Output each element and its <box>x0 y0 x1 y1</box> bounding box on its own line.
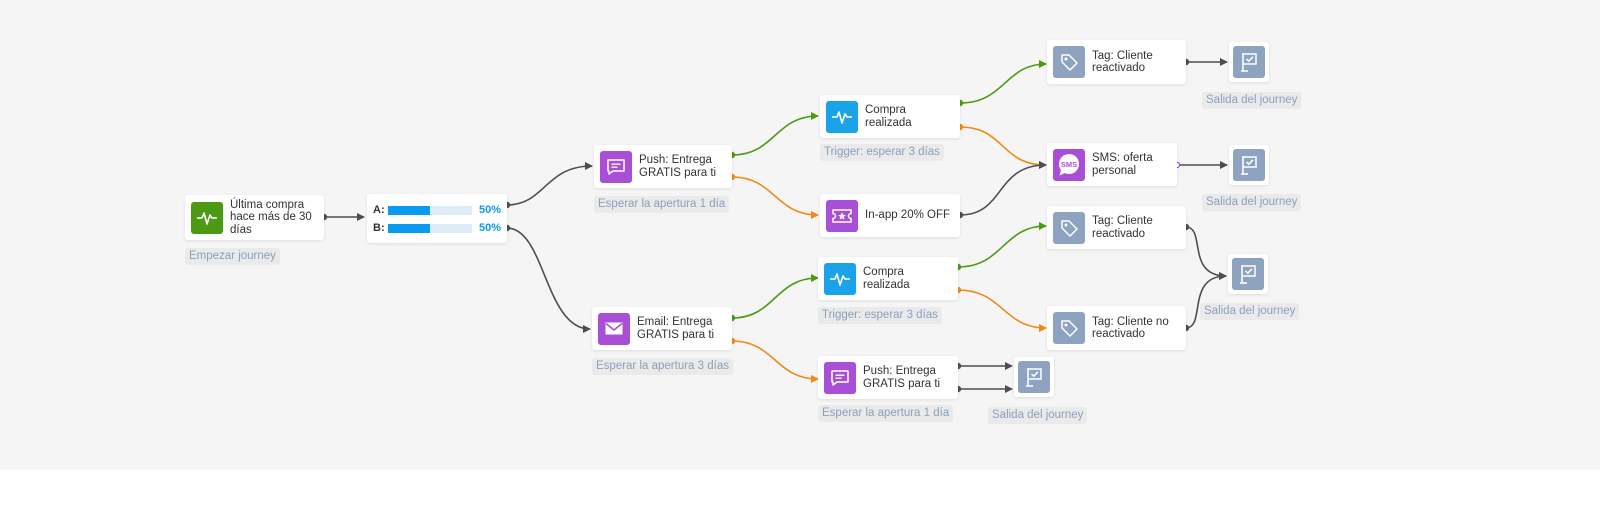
purchase-node-1-label: Compra realizada <box>865 104 912 129</box>
edge-purchase-b-yes <box>957 222 1047 268</box>
tag-icon <box>1053 46 1085 78</box>
journey-connections <box>320 58 1228 393</box>
split-b-label: B: <box>373 222 385 234</box>
push-node-2-label: Push: Entrega GRATIS para ti <box>863 365 941 390</box>
sms-icon-text: SMS <box>1061 160 1077 169</box>
exit-node-4[interactable] <box>1014 357 1054 397</box>
split-b-value: 50% <box>478 222 501 234</box>
purchase-trigger-node-2[interactable]: Compra realizada <box>818 257 958 300</box>
sms-node[interactable]: SMS SMS: oferta personal <box>1047 143 1177 186</box>
tag-node-2-label: Tag: Cliente reactivado <box>1092 215 1153 240</box>
tag-node-3-label: Tag: Cliente no reactivado <box>1092 315 1169 341</box>
finish-flag-icon <box>1232 258 1264 290</box>
email-node-label: Email: Entrega GRATIS para ti <box>637 316 715 341</box>
split-a-bar <box>388 205 472 215</box>
journey-canvas: Última compra hace más de 30 días Empeza… <box>185 40 1302 424</box>
chat-bubble-icon <box>600 150 632 183</box>
split-a-label: A: <box>373 204 385 216</box>
email-caption: Esperar la apertura 3 días <box>592 358 733 375</box>
envelope-icon <box>598 312 630 345</box>
edge-push-no <box>731 176 819 219</box>
edge-purchase-b-no <box>957 289 1047 332</box>
exit-3-caption: Salida del journey <box>1200 303 1300 320</box>
ticket-icon <box>826 199 858 232</box>
exit-2-caption: Salida del journey <box>1202 194 1302 211</box>
activity-icon <box>191 201 223 234</box>
tag-node-reactivated-1[interactable]: Tag: Cliente reactivado <box>1047 40 1186 84</box>
sms-bubble-icon: SMS <box>1053 148 1085 181</box>
edge-push-yes <box>731 112 819 156</box>
push-2-caption: Esperar la apertura 1 día <box>818 405 954 422</box>
edge-purchase-a-yes <box>959 60 1047 104</box>
ab-split-node[interactable]: A: 50% B: 50% <box>367 194 507 243</box>
split-b-fill <box>388 223 430 233</box>
purchase-2-caption: Trigger: esperar 3 días <box>818 307 942 324</box>
sms-node-label: SMS: oferta personal <box>1092 152 1153 177</box>
edge-email-yes <box>731 274 819 319</box>
exit-1-caption: Salida del journey <box>1202 92 1302 109</box>
exit-node-3[interactable] <box>1228 254 1268 294</box>
edge-split-b-email <box>506 227 591 333</box>
purchase-trigger-node-1[interactable]: Compra realizada <box>820 95 960 138</box>
edge-inapp-sms <box>959 161 1047 216</box>
split-row-a: A: 50% <box>373 203 501 217</box>
chat-bubble-icon <box>824 361 856 394</box>
tag-icon <box>1053 211 1085 244</box>
split-row-b: B: 50% <box>373 221 501 235</box>
inapp-node[interactable]: In-app 20% OFF <box>820 194 960 237</box>
split-a-value: 50% <box>478 204 501 216</box>
edge-purchase-a-no <box>959 126 1047 169</box>
push-1-caption: Esperar la apertura 1 día <box>594 196 730 213</box>
purchase-node-2-label: Compra realizada <box>863 266 910 291</box>
finish-flag-icon <box>1233 149 1265 181</box>
activity-icon <box>826 100 858 133</box>
start-trigger-node[interactable]: Última compra hace más de 30 días <box>185 195 324 240</box>
email-node[interactable]: Email: Entrega GRATIS para ti <box>592 307 732 350</box>
push-node-1[interactable]: Push: Entrega GRATIS para ti <box>594 145 732 188</box>
activity-icon <box>824 262 856 295</box>
inapp-node-label: In-app 20% OFF <box>865 209 951 222</box>
push-node-1-label: Push: Entrega GRATIS para ti <box>639 154 717 179</box>
exit-node-2[interactable] <box>1229 145 1269 185</box>
edge-split-a-push <box>506 162 593 206</box>
tag-node-1-label: Tag: Cliente reactivado <box>1092 49 1153 75</box>
tag-icon <box>1053 312 1085 344</box>
start-caption: Empezar journey <box>185 248 280 265</box>
purchase-1-caption: Trigger: esperar 3 días <box>820 144 944 161</box>
edge-tag-b-exit <box>1185 226 1227 280</box>
exit-node-1[interactable] <box>1229 42 1269 82</box>
edge-email-no <box>731 340 819 383</box>
finish-flag-icon <box>1018 361 1050 393</box>
exit-4-caption: Salida del journey <box>988 407 1088 424</box>
tag-node-not-reactivated[interactable]: Tag: Cliente no reactivado <box>1047 306 1186 350</box>
finish-flag-icon <box>1233 46 1265 78</box>
start-node-label: Última compra hace más de 30 días <box>230 198 312 236</box>
split-b-bar <box>388 223 472 233</box>
tag-node-reactivated-2[interactable]: Tag: Cliente reactivado <box>1047 206 1186 249</box>
split-a-fill <box>388 205 430 215</box>
edge-tag-c-exit <box>1185 272 1227 329</box>
push-node-2[interactable]: Push: Entrega GRATIS para ti <box>818 356 958 399</box>
